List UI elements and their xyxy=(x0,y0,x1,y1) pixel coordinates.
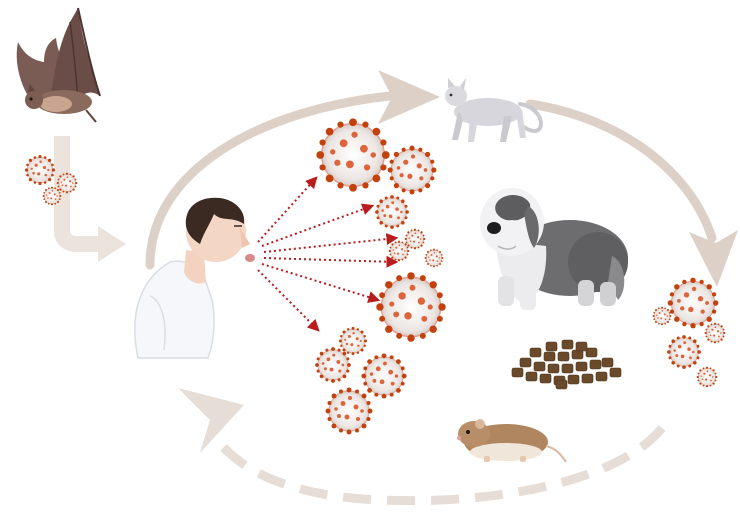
dog-icon xyxy=(480,188,628,310)
hamster-icon xyxy=(457,419,566,462)
spray-arrows xyxy=(258,178,396,330)
arrow-bat-to-human xyxy=(62,136,126,262)
virus-cluster-right xyxy=(653,278,726,388)
virus-cloud xyxy=(315,118,446,434)
human-icon xyxy=(135,198,255,358)
bat-icon xyxy=(17,8,100,122)
arrow-pets-to-human-dashed xyxy=(178,388,662,501)
pet-food-icon xyxy=(512,340,621,389)
cat-icon xyxy=(445,78,541,142)
